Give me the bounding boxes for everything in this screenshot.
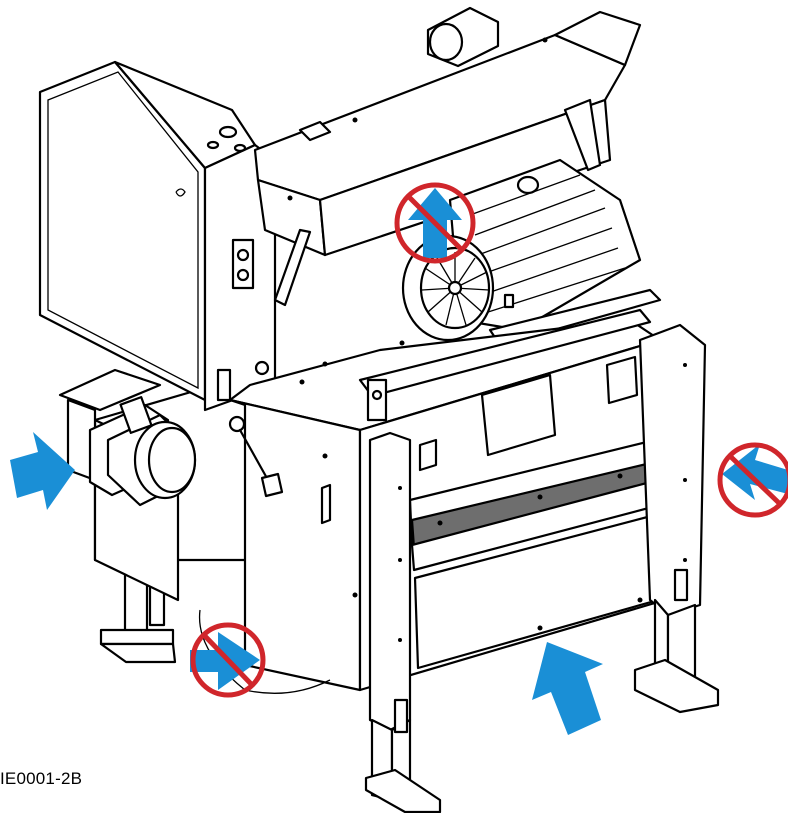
figure-code: IE0001-2B [0, 769, 83, 788]
blue-arrow-icon [10, 432, 75, 510]
feed-roller [408, 438, 662, 572]
no-entry-arrow-icon [190, 622, 266, 698]
no-entry-arrow-icon [717, 442, 788, 518]
motor-cover-hood [253, 10, 642, 257]
top-connector [426, 6, 500, 68]
electrical-cabinet [38, 60, 277, 412]
right-front-upright [633, 323, 720, 714]
gear-motor [88, 396, 197, 507]
no-entry-arrow-icon [394, 182, 476, 264]
blue-arrow-icon [532, 642, 603, 735]
tension-lever [228, 415, 284, 498]
hood-support-frame [273, 98, 602, 307]
left-front-upright [364, 431, 442, 814]
